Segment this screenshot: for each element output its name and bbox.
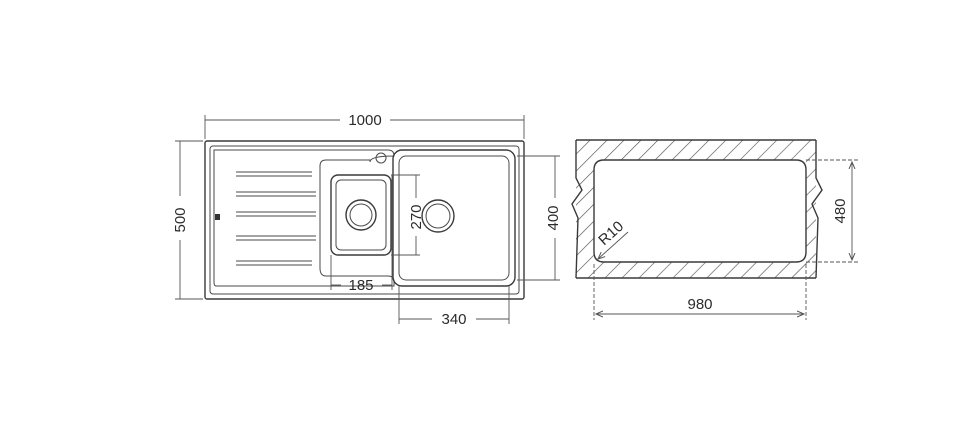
corner-radius-label: R10 [595, 218, 627, 249]
small-bowl-width-label: 185 [348, 277, 373, 294]
worktop-outline [571, 139, 823, 279]
small-bowl-waste-icon [345, 199, 377, 231]
brand-mark-icon [215, 214, 220, 220]
sink-outer-rim [204, 140, 525, 300]
sink-plan-view: 1000 500 185 270 [172, 112, 562, 328]
dimension-cutout-depth: 480 [806, 159, 858, 263]
large-bowl-waste-inner [425, 203, 451, 229]
drainer-outline [213, 149, 395, 287]
large-bowl-outer [392, 149, 516, 287]
drainer-grooves [236, 171, 316, 266]
dimension-overall-depth: 500 [172, 140, 203, 300]
tap-hole-icon [375, 152, 387, 164]
large-bowl-width-label: 340 [441, 311, 466, 328]
overall-depth-label: 500 [172, 207, 189, 232]
small-bowl-waste-inner [349, 203, 373, 227]
small-bowl-depth-label: 270 [408, 204, 425, 229]
small-bowl-inner [335, 179, 387, 251]
cutout-width-label: 980 [687, 296, 712, 313]
dimension-overall-width: 1000 [204, 112, 525, 139]
overall-width-label: 1000 [348, 112, 381, 129]
cutout-depth-label: 480 [832, 198, 849, 223]
radius-leader [598, 231, 629, 259]
large-bowl-depth-label: 400 [545, 205, 562, 230]
worktop-hatched-frame [576, 140, 816, 278]
dimension-cutout-width: 980 [593, 264, 807, 320]
dimension-large-bowl-depth: 400 [517, 155, 562, 281]
cutout-opening [593, 159, 807, 263]
large-bowl-waste-icon [421, 199, 455, 233]
large-bowl-inner [398, 155, 510, 281]
small-bowl-outer [330, 174, 392, 256]
sink-inner-rim [209, 145, 520, 295]
dimension-large-bowl-width: 340 [398, 286, 510, 328]
dimension-small-bowl: 185 270 [330, 174, 425, 294]
cutout-view: R10 980 480 [571, 139, 858, 320]
